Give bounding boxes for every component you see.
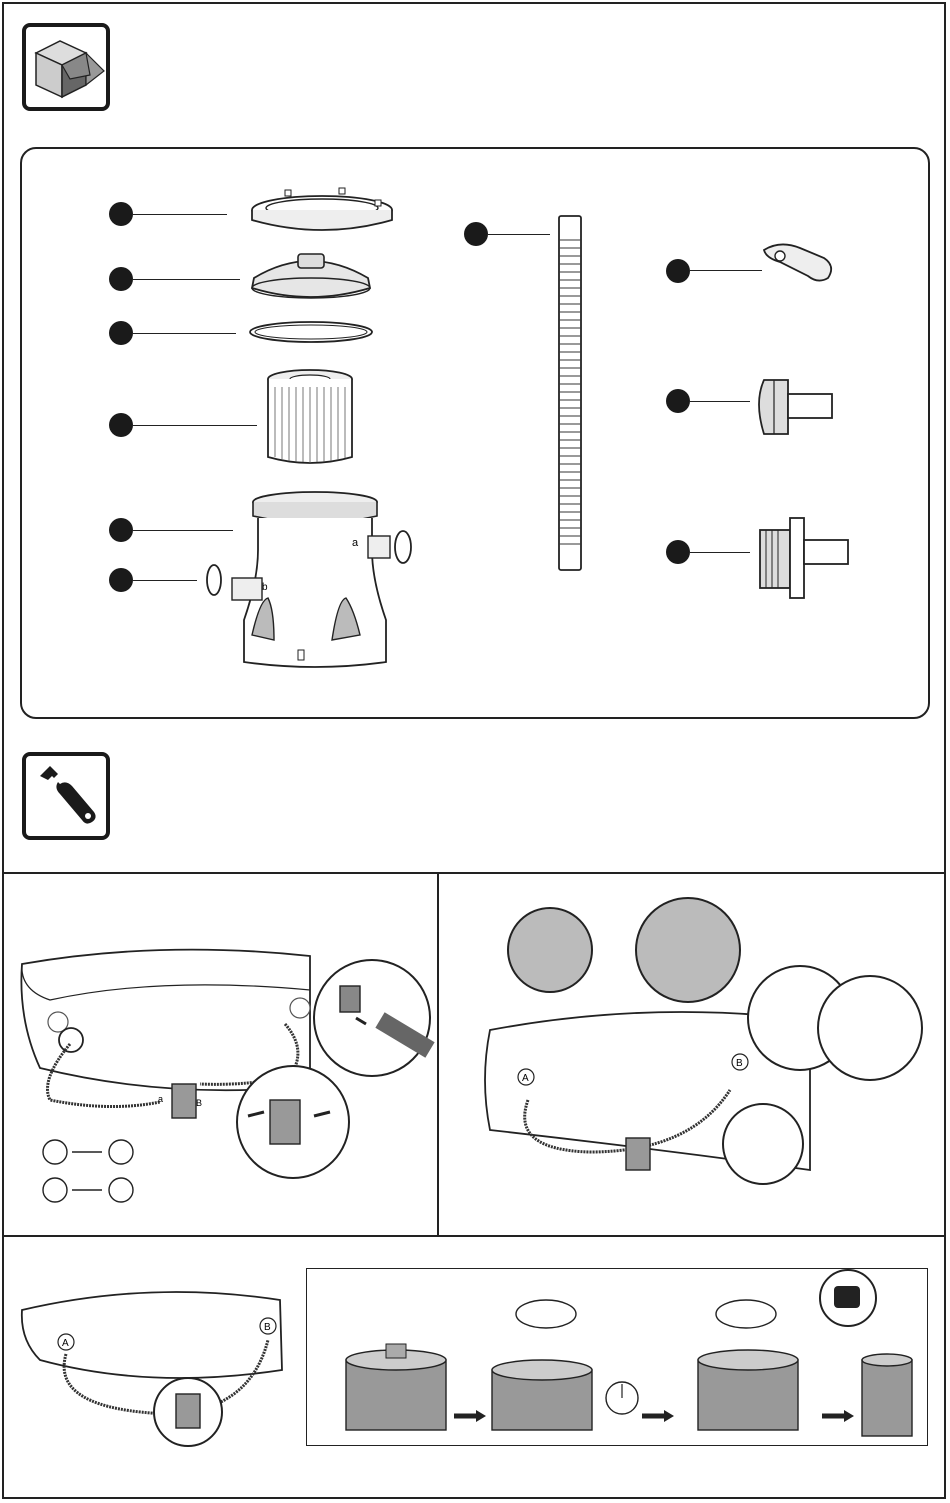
part-1-leader (133, 214, 227, 215)
o-ring-small-right-drawing (392, 528, 422, 568)
contents-section-icon (22, 23, 110, 111)
step3-label-a: A (62, 1338, 69, 1349)
startup-sequence-illustration (306, 1268, 926, 1446)
port-label-b: b (262, 582, 268, 593)
open-box-icon (26, 27, 106, 107)
part-8-leader (690, 270, 762, 271)
hose-clamp-drawing (760, 240, 840, 290)
step1-port-a: a (158, 1094, 163, 1104)
part-10-marker (666, 540, 690, 564)
o-ring-small-drawing (203, 563, 233, 603)
steps-bottom-divider (2, 1235, 946, 1237)
step1-port-b: B (196, 1098, 202, 1108)
part-3-leader (133, 333, 236, 334)
part-6-leader (133, 580, 197, 581)
part-9-marker (666, 389, 690, 413)
part-5-leader (133, 530, 233, 531)
step2-label-b: B (736, 1058, 743, 1069)
step1-illustration: a B (10, 890, 440, 1230)
part-7-leader (488, 234, 550, 235)
steps-top-divider (2, 872, 946, 874)
step3-assembled-illustration: A B (20, 1270, 320, 1470)
pump-housing-drawing: a b (228, 490, 428, 670)
part-9-leader (690, 401, 750, 402)
part-4-leader (133, 425, 257, 426)
part-3-marker (109, 321, 133, 345)
part-5-marker (109, 518, 133, 542)
part-8-marker (666, 259, 690, 283)
part-10-leader (690, 552, 750, 553)
part-2-leader (133, 279, 240, 280)
part-7-marker (464, 222, 488, 246)
part-2-marker (109, 267, 133, 291)
filter-cover-drawing (248, 250, 388, 310)
part-1-marker (109, 202, 133, 226)
tools-section-icon (22, 752, 110, 840)
step3-label-b: B (264, 1322, 271, 1333)
part-4-marker (109, 413, 133, 437)
part-6-marker (109, 568, 133, 592)
filter-cartridge-drawing (265, 369, 365, 469)
hose-drawing (551, 214, 591, 574)
o-ring-large-drawing (248, 318, 378, 348)
port-label-a: a (352, 537, 359, 549)
lock-ring-drawing (235, 188, 415, 238)
step2-illustration: A B (450, 890, 940, 1230)
step2-label-a: A (522, 1073, 529, 1084)
wrench-icon (26, 756, 106, 836)
strainer-connector-drawing (750, 514, 860, 604)
plunger-valve-drawing (750, 372, 840, 442)
